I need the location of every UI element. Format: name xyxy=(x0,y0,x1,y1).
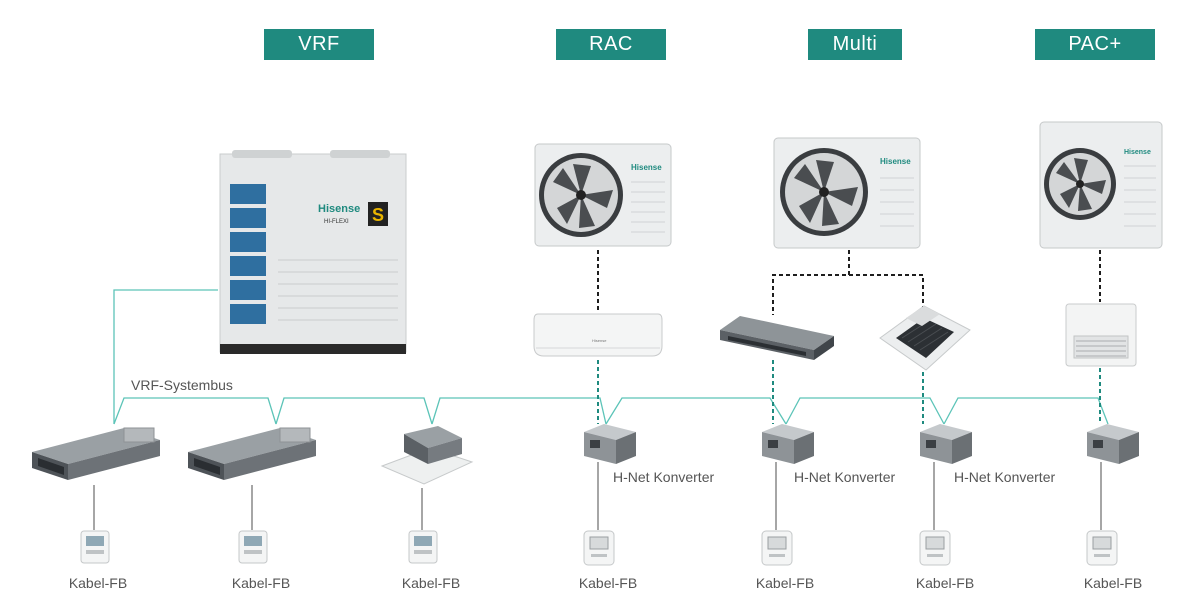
hnet-converter-label-2: H-Net Konverter xyxy=(794,469,896,485)
vrf-duct-indoor-unit-1 xyxy=(32,427,160,480)
remote-label-2: Kabel-FB xyxy=(231,575,291,591)
pac-outdoor-unit: Hisense xyxy=(1039,121,1163,249)
svg-text:Hisense: Hisense xyxy=(1124,149,1151,156)
wired-remote-icon-5 xyxy=(761,530,793,566)
vrf-systembus-line xyxy=(113,289,1109,425)
svg-text:Hisense: Hisense xyxy=(880,157,911,166)
remote-label-6: Kabel-FB xyxy=(915,575,975,591)
hnet-converter-box-3 xyxy=(920,424,972,464)
svg-text:Hisense: Hisense xyxy=(631,163,662,172)
category-multi: Multi xyxy=(808,29,902,60)
wired-remote-icon-1 xyxy=(80,530,110,564)
rac-wall-indoor-unit: Hisense xyxy=(533,313,663,357)
svg-text:HI-FLEXI: HI-FLEXI xyxy=(324,219,349,225)
wired-remote-icon-4 xyxy=(583,530,615,566)
remote-label-1: Kabel-FB xyxy=(68,575,128,591)
vrf-outdoor-unit: Hisense HI-FLEXI S xyxy=(219,150,407,354)
remote-label-7: Kabel-FB xyxy=(1083,575,1143,591)
wired-remote-icon-3 xyxy=(408,530,438,564)
vrf-systembus-label: VRF-Systembus xyxy=(131,377,233,393)
hnet-dashed-lines xyxy=(597,360,1101,424)
remote-label-5: Kabel-FB xyxy=(755,575,815,591)
multi-cassette-indoor-unit xyxy=(879,305,971,371)
multi-duct-indoor-unit xyxy=(720,316,834,360)
multi-outdoor-unit: Hisense xyxy=(773,137,921,249)
category-rac: RAC xyxy=(556,29,666,60)
category-pac-plus: PAC+ xyxy=(1035,29,1155,60)
pac-console-indoor-unit xyxy=(1065,303,1137,367)
hnet-converter-label-3: H-Net Konverter xyxy=(954,469,1056,485)
remote-label-3: Kabel-FB xyxy=(401,575,461,591)
refrigerant-dashed-lines xyxy=(597,250,1101,315)
wired-remote-icon-7 xyxy=(1086,530,1118,566)
remote-label-4: Kabel-FB xyxy=(578,575,638,591)
hnet-converter-box-2 xyxy=(762,424,814,464)
category-vrf: VRF xyxy=(264,29,374,60)
wired-remote-icon-2 xyxy=(238,530,268,564)
rac-outdoor-unit: Hisense xyxy=(534,143,672,247)
hnet-converter-box-1 xyxy=(584,424,636,464)
hnet-converter-label-1: H-Net Konverter xyxy=(613,469,715,485)
vrf-duct-indoor-unit-2 xyxy=(188,427,316,480)
vrf-cassette-indoor-unit xyxy=(380,426,474,485)
wired-remote-icon-6 xyxy=(919,530,951,566)
hnet-converter-box-4 xyxy=(1087,424,1139,464)
remote-wires xyxy=(93,462,1102,530)
vrf-brand-text: Hisense xyxy=(318,203,360,215)
svg-text:S: S xyxy=(372,205,384,225)
svg-text:Hisense: Hisense xyxy=(592,338,607,343)
